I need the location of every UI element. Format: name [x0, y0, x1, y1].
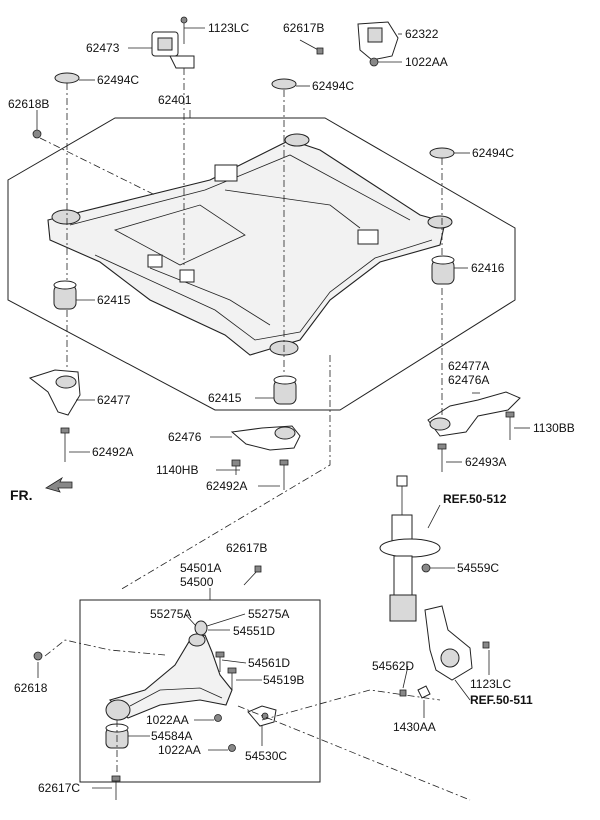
- bolt-62617B-top: [299, 39, 324, 55]
- label-62401: 62401: [158, 93, 192, 107]
- washer-62494C-a: [54, 72, 80, 84]
- label-1140HB: 1140HB: [156, 463, 198, 477]
- mount-62322: [357, 21, 399, 61]
- nut-62618: [33, 651, 43, 661]
- bolt-62617B-mid: [243, 565, 262, 586]
- leader-lines: [36, 27, 530, 789]
- label-62493A: 62493A: [465, 455, 506, 469]
- bolt-62493A: [437, 443, 447, 472]
- bolt-1123LC-top: [180, 16, 188, 44]
- bolt-62618B: [32, 129, 42, 139]
- bolt-1140HB: [231, 459, 241, 475]
- label-54530C: 54530C: [245, 749, 287, 763]
- label-62494C-c: 62494C: [472, 146, 514, 160]
- label-1123LC-top: 1123LC: [208, 21, 249, 35]
- label-1022AA-b: 1022AA: [158, 743, 201, 757]
- label-54501A: 54501A: [180, 561, 221, 575]
- label-54561D: 54561D: [248, 656, 290, 670]
- label-55275A-b: 55275A: [248, 607, 289, 621]
- bolt-62492A-b: [279, 459, 289, 490]
- label-62617B-mid: 62617B: [226, 541, 267, 555]
- nut-1022AA-top: [369, 57, 379, 67]
- lower-arm-group-outline: [79, 599, 321, 783]
- strut-assembly: [379, 475, 441, 622]
- label-62492A-a: 62492A: [92, 445, 133, 459]
- washer-62494C-c: [429, 147, 455, 159]
- label-54559C: 54559C: [457, 561, 499, 575]
- bolt-54562D: [399, 689, 407, 697]
- bolt-54519B: [227, 667, 237, 690]
- label-62617C: 62617C: [38, 781, 80, 795]
- washer-62494C-b: [271, 78, 297, 90]
- label-62476A: 62476A: [448, 373, 489, 387]
- label-1430AA: 1430AA: [393, 720, 436, 734]
- bracket-62477: [28, 369, 81, 416]
- label-1123LC-bot: 1123LC: [470, 677, 511, 691]
- front-arrow-icon: [45, 476, 73, 493]
- bushing-55275A: [194, 620, 208, 636]
- label-62477: 62477: [97, 393, 131, 407]
- label-1022AA-a: 1022AA: [146, 713, 189, 727]
- label-54551D: 54551D: [233, 624, 275, 638]
- label-62477A: 62477A: [448, 359, 489, 373]
- nut-1022AA-b: [228, 744, 236, 752]
- bushing-62415-b: [273, 375, 297, 405]
- lower-arm-54500: [105, 633, 233, 721]
- subframe-group-outline: [7, 117, 516, 411]
- label-62617B-top: 62617B: [283, 21, 324, 35]
- label-62618: 62618: [14, 681, 48, 695]
- label-62494C-b: 62494C: [312, 79, 354, 93]
- bolt-62492A-a: [60, 427, 70, 462]
- label-54584A: 54584A: [151, 729, 192, 743]
- label-fr: FR.: [10, 487, 33, 503]
- bushing-62416: [431, 255, 455, 285]
- label-55275A-a: 55275A: [150, 607, 191, 621]
- label-54519B: 54519B: [263, 673, 304, 687]
- bushing-62415-a: [53, 280, 77, 310]
- label-ref-50-511: REF.50-511: [470, 693, 533, 707]
- label-62492A-b: 62492A: [206, 479, 247, 493]
- bolt-1123LC-bot: [482, 641, 490, 649]
- label-54500: 54500: [180, 575, 214, 589]
- label-62415-b: 62415: [208, 391, 242, 405]
- bracket-62476A: [427, 391, 521, 437]
- label-62416: 62416: [471, 261, 505, 275]
- label-62473: 62473: [86, 41, 120, 55]
- knuckle: [424, 605, 473, 681]
- label-62322: 62322: [405, 27, 439, 41]
- label-62494C-a: 62494C: [97, 73, 139, 87]
- mount-62473: [151, 31, 195, 69]
- subframe-62401: [47, 133, 453, 356]
- labels: 1123LC 62617B 62322 62473 1022AA 62494C …: [8, 21, 575, 795]
- bolt-54561D: [215, 651, 225, 672]
- nut-1022AA-a: [214, 714, 222, 722]
- nut-54559C: [421, 563, 431, 573]
- bolt-1130BB: [505, 411, 515, 440]
- label-62415-a: 62415: [97, 293, 131, 307]
- label-54562D: 54562D: [372, 659, 414, 673]
- bolt-62617C: [111, 775, 121, 800]
- label-ref-50-512: REF.50-512: [443, 492, 507, 506]
- bolt-1430AA: [417, 685, 431, 699]
- bracket-62476: [230, 425, 301, 451]
- label-1130BB: 1130BB: [533, 421, 575, 435]
- label-62476: 62476: [168, 430, 202, 444]
- label-62618B: 62618B: [8, 97, 49, 111]
- label-1022AA-top: 1022AA: [405, 55, 448, 69]
